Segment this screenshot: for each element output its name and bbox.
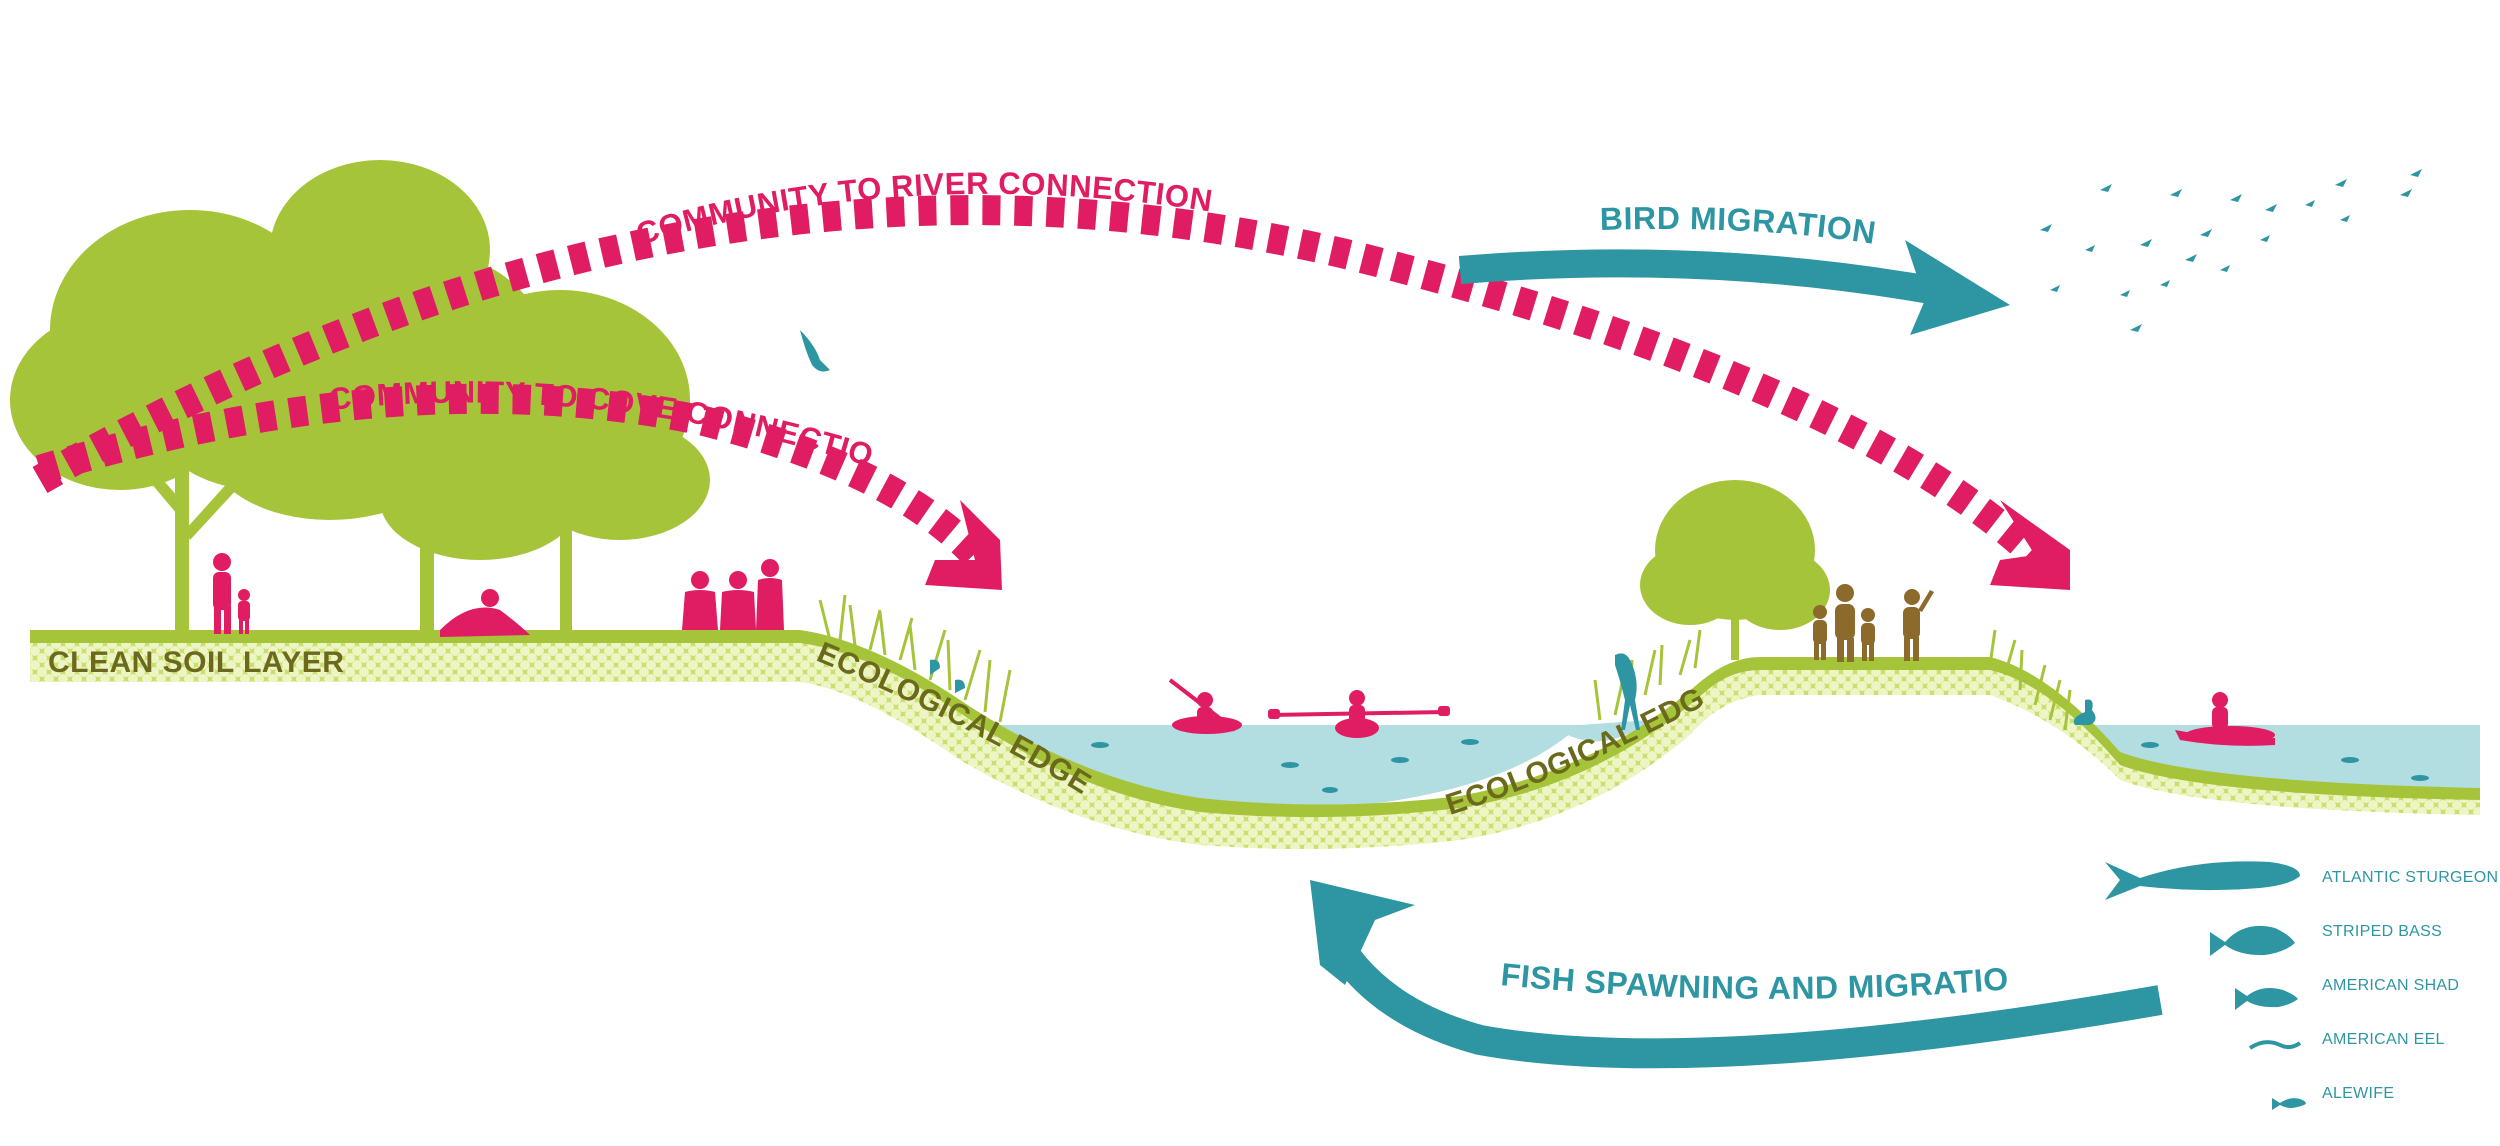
wading-birds xyxy=(930,653,2096,730)
trees-left xyxy=(10,160,710,635)
kayakers xyxy=(1168,678,2275,746)
fish-legend: ATLANTIC STURGEON STRIPED BASS AMERICAN … xyxy=(2105,861,2498,1110)
clean-soil-label: CLEAN SOIL LAYER xyxy=(48,646,344,679)
flying-bird xyxy=(800,330,830,372)
people-left xyxy=(213,553,784,637)
legend-label-eel: AMERICAN EEL xyxy=(2322,1031,2445,1048)
fish-in-water xyxy=(1091,739,2429,793)
legend-label-alewife: ALEWIFE xyxy=(2322,1085,2394,1102)
people-hill xyxy=(1813,584,1934,662)
alewife-icon xyxy=(2272,1098,2306,1110)
legend-label-sturgeon: ATLANTIC STURGEON xyxy=(2322,869,2498,886)
marsh-grass xyxy=(818,594,2072,731)
legend-label-bass: STRIPED BASS xyxy=(2322,923,2442,940)
tree-hill xyxy=(1640,480,1830,660)
bird-migration-label: BIRD MIGRATION xyxy=(1599,200,1878,251)
eel-icon xyxy=(2248,1040,2302,1050)
bass-icon xyxy=(2210,925,2295,956)
legend-label-shad: AMERICAN SHAD xyxy=(2322,977,2459,994)
sturgeon-icon xyxy=(2105,861,2300,900)
fish-migration-arrow xyxy=(1310,880,2163,1069)
bird-migration-arrow xyxy=(1458,240,2010,335)
community-river-arrow xyxy=(32,195,2070,590)
community-cove-arrow xyxy=(35,383,1002,590)
ecological-edge-left-label: ECOLOGICAL EDGE xyxy=(812,636,1096,801)
soil-layer xyxy=(30,630,2480,849)
bird-flock xyxy=(2040,169,2422,332)
shad-icon xyxy=(2235,988,2298,1010)
